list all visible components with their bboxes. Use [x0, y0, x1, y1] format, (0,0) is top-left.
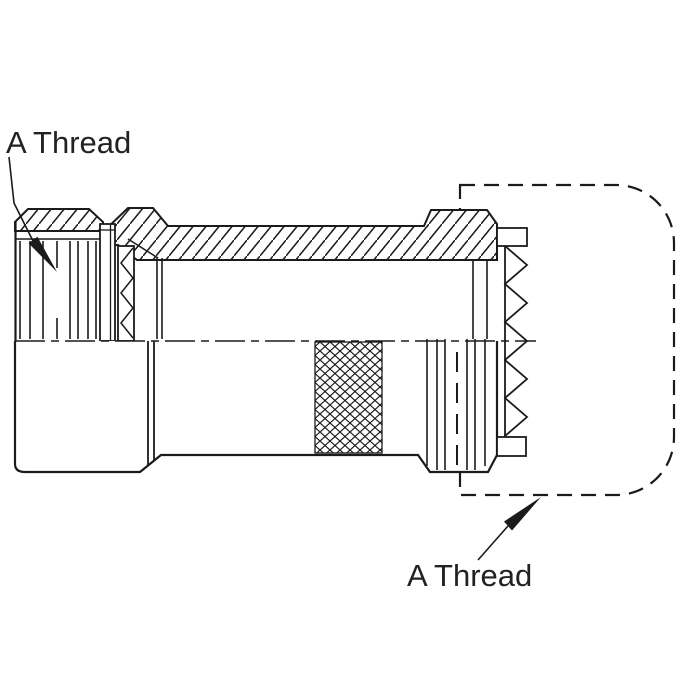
- nut-internal-thread-lines: [19, 241, 97, 339]
- body-section-hatched: [102, 207, 498, 261]
- coupling-nut-cap-hatched: [14, 208, 104, 232]
- right-nut-thread-lines: [426, 339, 486, 470]
- knurl-patch: [314, 341, 383, 454]
- lower-exterior-profile: [13, 341, 499, 474]
- arrowhead-top: [28, 236, 57, 272]
- label-a-thread-bottom: A Thread: [407, 558, 532, 593]
- leader-top: [8, 156, 57, 272]
- bore-step-walls: [156, 258, 488, 339]
- phantom-outline-dashed-rect: [458, 183, 676, 497]
- left-step-lines: [147, 341, 155, 466]
- washer-strip: [99, 223, 116, 342]
- label-a-thread-top: A Thread: [6, 125, 131, 160]
- leader-bottom: [477, 497, 541, 561]
- arrowhead-bottom: [504, 497, 541, 531]
